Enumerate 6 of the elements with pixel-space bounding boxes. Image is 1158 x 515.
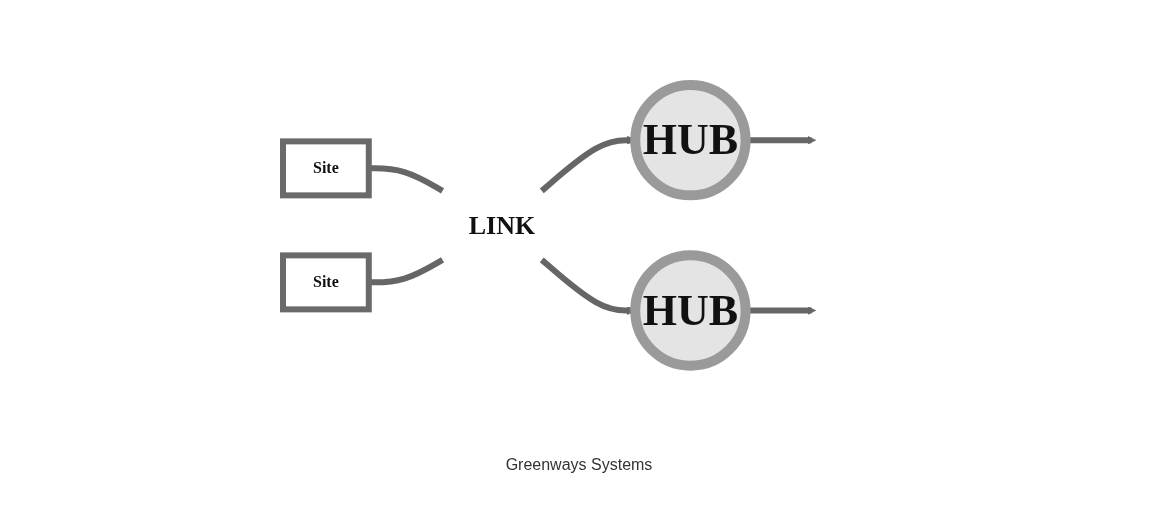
- node-circle: HUB: [629, 250, 751, 371]
- node-box: Site: [279, 138, 372, 198]
- node-text: LINK: [468, 210, 535, 240]
- caption: Greenways Systems: [505, 456, 653, 474]
- node-box: Site: [279, 252, 372, 312]
- node-circle: HUB: [629, 79, 751, 200]
